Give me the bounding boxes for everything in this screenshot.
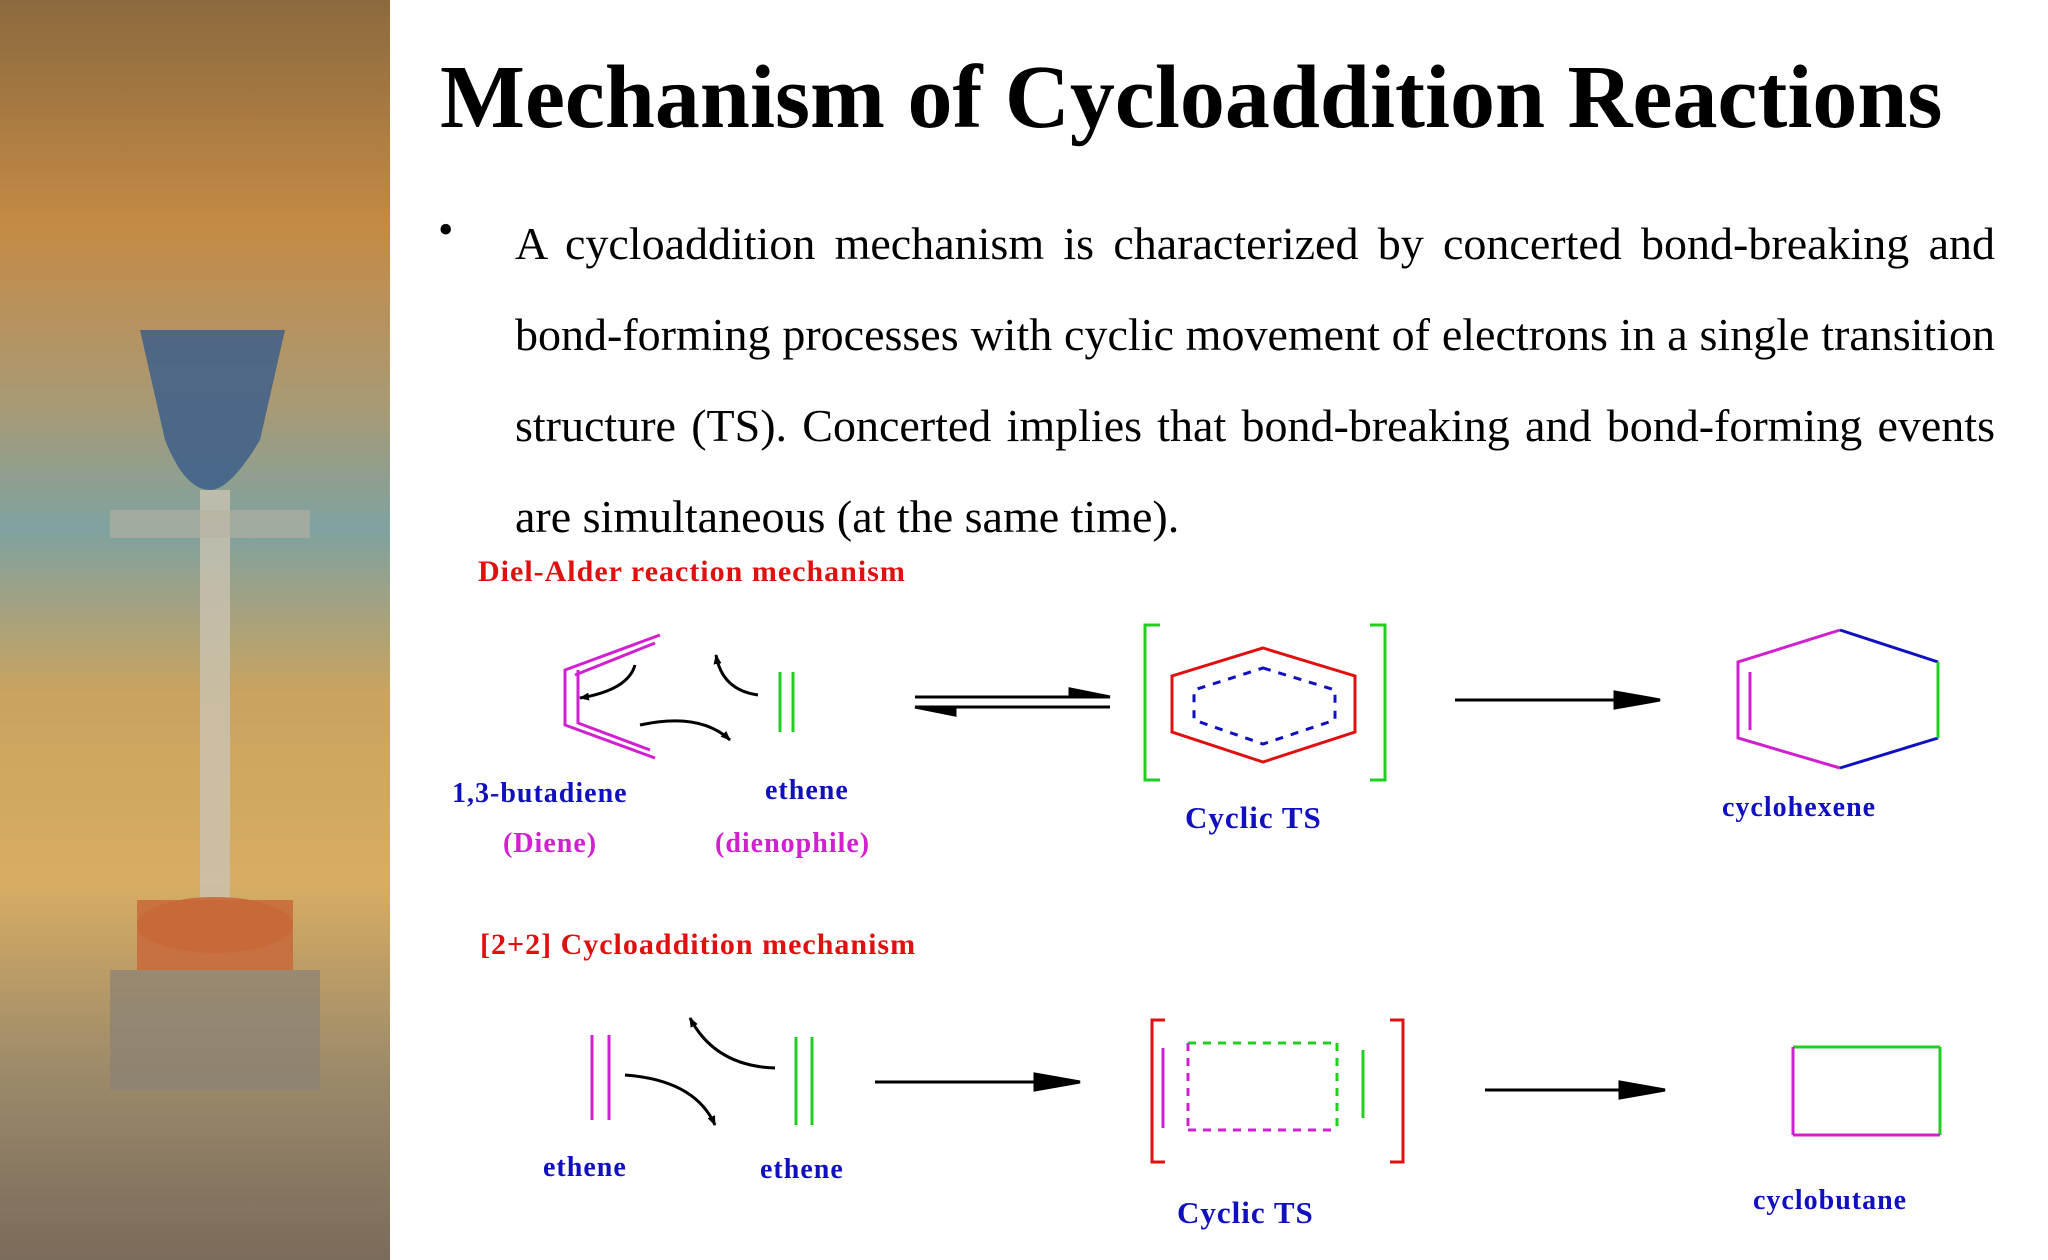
bullet-paragraph: A cycloaddition mechanism is characteriz…	[515, 218, 1995, 542]
diels-alder-heading: Diel-Alder reaction mechanism	[478, 555, 906, 588]
dienophile-role-label: (dienophile)	[715, 828, 871, 859]
bullet-marker: •	[438, 205, 454, 254]
ts-brackets-2	[1150, 1018, 1405, 1164]
ethene-1-structure	[590, 1035, 611, 1120]
equilibrium-arrows	[914, 687, 1111, 717]
cyclohexene-structure	[1736, 628, 1940, 770]
butadiene-structure	[563, 633, 661, 760]
butadiene-label: 1,3-butadiene	[452, 778, 628, 809]
two-plus-two-heading: [2+2] Cycloaddition mechanism	[480, 928, 917, 961]
diels-alder-ts-label: Cyclic TS	[1185, 800, 1322, 835]
cyclohexene-label: cyclohexene	[1722, 792, 1877, 823]
two-plus-two-ts-label: Cyclic TS	[1177, 1195, 1314, 1230]
forward-arrow-da	[1455, 690, 1661, 710]
ethene-dienophile-structure	[778, 672, 795, 732]
slide-title: Mechanism of Cycloaddition Reactions	[440, 48, 1943, 147]
ethene-label-1: ethene	[543, 1152, 627, 1183]
ethene-label: ethene	[765, 775, 849, 806]
decorative-lab-photo	[0, 0, 390, 1260]
ethene-2-structure	[794, 1037, 814, 1125]
electron-flow-arrows-2	[624, 1017, 776, 1126]
ts-hexagon	[1170, 646, 1357, 764]
ethene-label-2: ethene	[760, 1154, 844, 1185]
forward-arrow-2b	[1485, 1080, 1666, 1100]
lab-apparatus-illustration	[110, 330, 320, 1090]
electron-flow-arrows	[579, 654, 759, 742]
cyclobutane-label: cyclobutane	[1753, 1185, 1908, 1216]
ts-rectangle	[1161, 1041, 1365, 1132]
ts-brackets-da	[1143, 623, 1387, 782]
cyclobutane-structure	[1791, 1045, 1942, 1137]
forward-arrow-2a	[875, 1072, 1081, 1092]
diene-role-label: (Diene)	[503, 828, 598, 859]
